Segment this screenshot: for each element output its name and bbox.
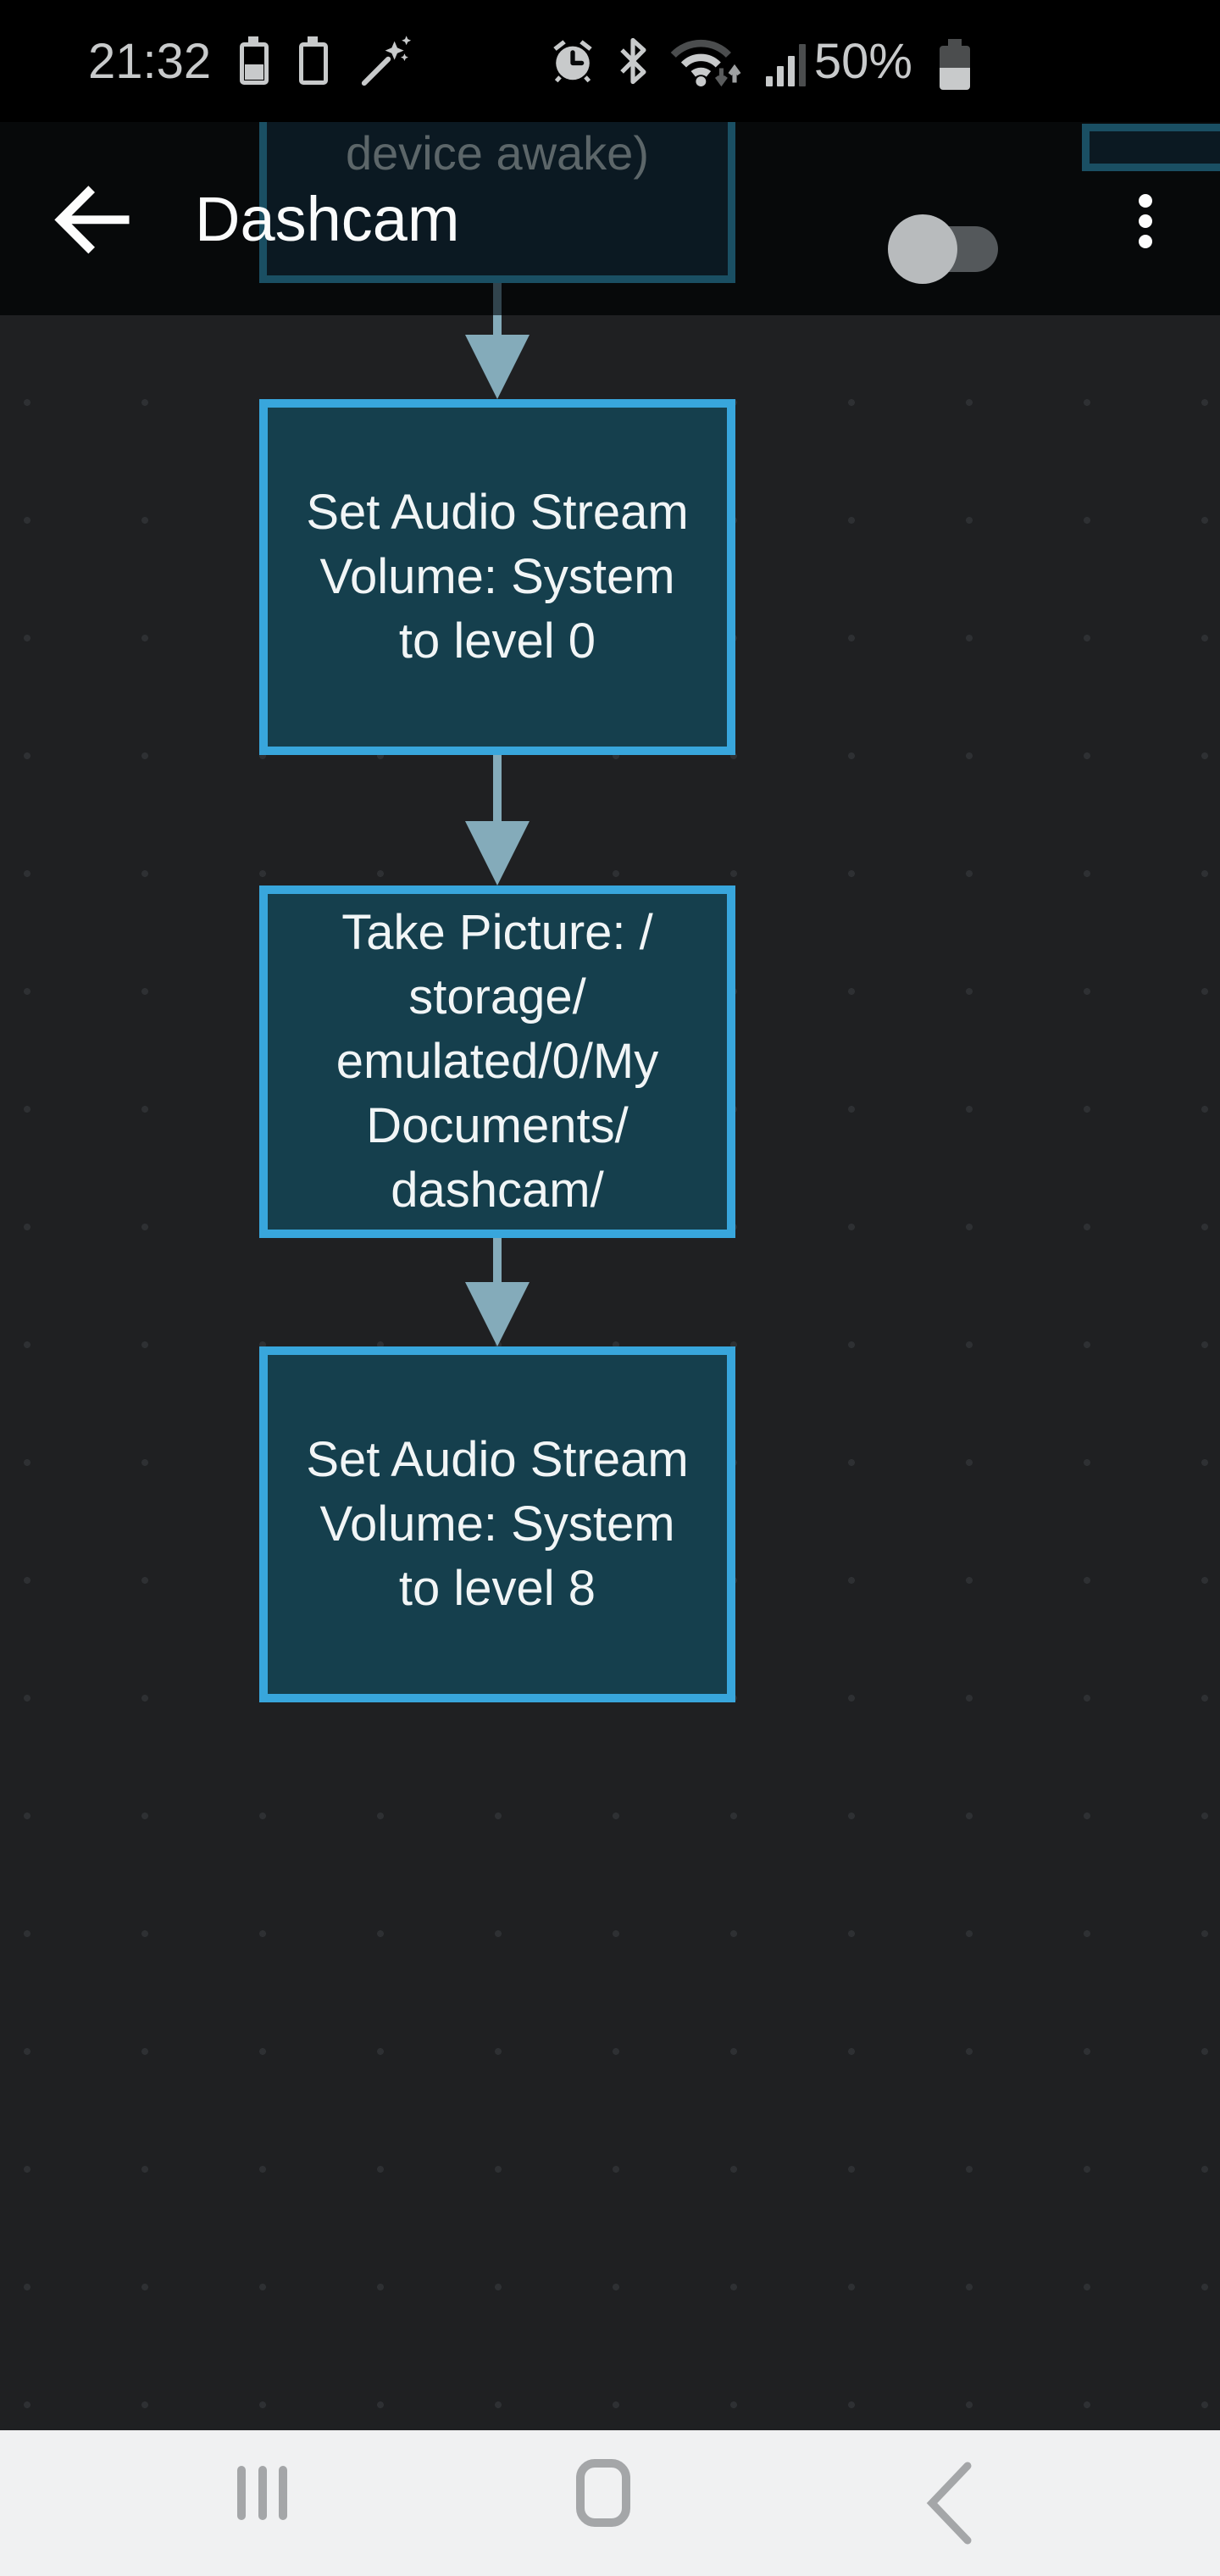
node-text-line: Set Audio Stream	[306, 485, 689, 540]
toggle-thumb	[888, 214, 957, 284]
connector-stem-dimmed	[493, 283, 502, 317]
arrow-down-icon	[465, 1282, 530, 1346]
back-nav-button[interactable]	[856, 2430, 1042, 2576]
node-text-line: Volume: System	[319, 549, 675, 604]
magic-wand-icon	[362, 36, 412, 86]
flow-node-partial-top[interactable]: device awake)	[259, 122, 735, 283]
dot-icon	[1139, 235, 1152, 248]
arrow-down-icon	[465, 821, 530, 886]
battery-notification-icon	[240, 36, 269, 85]
node-text-line: emulated/0/My	[336, 1034, 659, 1089]
signal-strength-icon	[762, 36, 806, 86]
node-text-line: storage/	[408, 969, 586, 1024]
connector-stem	[493, 315, 502, 337]
home-button[interactable]	[510, 2430, 696, 2576]
flow-node-set-volume-8[interactable]: Set Audio Stream Volume: System to level…	[259, 1346, 735, 1702]
status-bar: 21:32	[0, 0, 1220, 122]
flow-node-partial-right[interactable]	[1082, 124, 1220, 171]
dot-icon	[1139, 194, 1152, 208]
recents-icon	[237, 2466, 246, 2520]
page-title: Dashcam	[195, 183, 460, 254]
wifi-icon	[670, 39, 741, 87]
arrow-down-icon	[465, 335, 530, 399]
app-bar: Dashcam	[0, 122, 1220, 315]
node-text-line: to level 8	[398, 1561, 596, 1616]
home-icon	[576, 2459, 630, 2527]
navigation-bar	[0, 2430, 1220, 2576]
status-left-cluster: 21:32	[88, 0, 414, 122]
back-button[interactable]	[49, 173, 141, 264]
node-text-line: Take Picture: /	[341, 905, 653, 960]
node-text-line: Documents/	[366, 1098, 629, 1153]
node-text-line: to level 0	[398, 613, 596, 669]
flow-node-set-volume-0[interactable]: Set Audio Stream Volume: System to level…	[259, 399, 735, 755]
dot-icon	[1139, 214, 1152, 228]
connector-stem	[493, 1238, 502, 1284]
flow-node-take-picture[interactable]: Take Picture: / storage/ emulated/0/My D…	[259, 886, 735, 1238]
flow-enable-toggle[interactable]	[888, 198, 998, 284]
node-text-line: Volume: System	[319, 1496, 675, 1552]
back-icon	[926, 2462, 972, 2545]
battery-percent: 50%	[813, 33, 912, 89]
arrow-left-icon	[54, 186, 130, 254]
battery-icon	[940, 39, 970, 90]
battery-notification-icon	[299, 36, 329, 85]
status-right-cluster: 50%	[548, 0, 970, 122]
recents-button[interactable]	[169, 2430, 356, 2576]
overflow-menu-button[interactable]	[1118, 181, 1173, 283]
flow-node-partial-label: device awake)	[346, 126, 649, 180]
connector-stem	[493, 755, 502, 823]
alarm-icon	[553, 40, 592, 83]
clock: 21:32	[88, 33, 212, 89]
node-text-line: Set Audio Stream	[306, 1432, 689, 1487]
bluetooth-icon	[620, 37, 646, 85]
node-text-line: dashcam/	[391, 1163, 604, 1218]
